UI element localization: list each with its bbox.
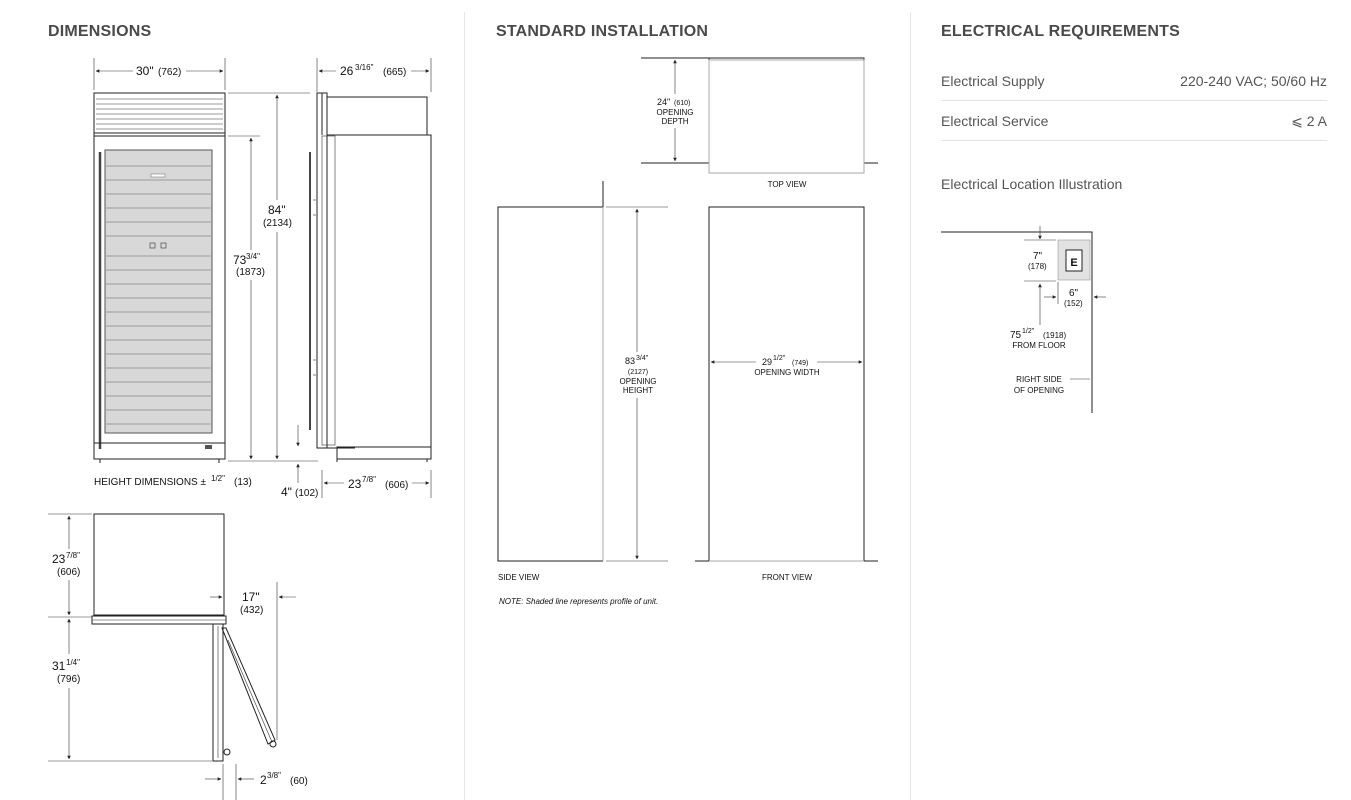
electrical-title: ELECTRICAL REQUIREMENTS [941, 23, 1180, 40]
right-side-label-1: RIGHT SIDE [1016, 375, 1062, 384]
electrical-location-drawing: E 7" (178) 6" (152) 75 1/2" (1918) FROM … [941, 226, 1106, 413]
outlet-h-mm: (152) [1064, 299, 1083, 308]
outlet-v-mm: (178) [1028, 262, 1047, 271]
opening-height-word: HEIGHT [623, 386, 653, 395]
opening-width-frac: 1/2" [773, 355, 786, 362]
case-depth-frac: 7/8" [362, 475, 376, 484]
spec-row-service: Electrical Service ⩽ 2 A [941, 100, 1327, 141]
front-view-drawing: 30" (762) [93, 58, 318, 488]
installation-title: STANDARD INSTALLATION [496, 23, 709, 40]
floor-height-frac: 1/2" [1022, 328, 1035, 335]
door-height-mm: (1873) [236, 267, 265, 278]
height-label-mm: (2134) [263, 218, 292, 229]
installation-note: NOTE: Shaded line represents profile of … [499, 597, 658, 606]
side-cabinet [327, 96, 432, 448]
offset-mm: (60) [290, 776, 308, 787]
opening-width-in: 29 [762, 357, 772, 367]
outlet-h-in: 6" [1069, 288, 1079, 299]
spec-value-service: ⩽ 2 A [1291, 113, 1327, 129]
column-divider-1 [464, 12, 465, 800]
clearance-mm: (432) [240, 605, 263, 616]
spec-label-supply: Electrical Supply [941, 73, 1045, 89]
top-view-opening [641, 57, 878, 164]
glass-door [104, 149, 213, 434]
top-depth-mm-label: (610) [674, 100, 690, 107]
height-note: HEIGHT DIMENSIONS ± [94, 477, 206, 488]
depth-label-in: 26 [340, 64, 354, 78]
top-view-label: TOP VIEW [768, 180, 807, 189]
door-swing-mm: (796) [57, 674, 80, 685]
door-height-frac: 3/4" [246, 252, 260, 261]
door-swing-in: 31 [52, 659, 66, 673]
spec-value-supply: 220-240 VAC; 50/60 Hz [1180, 73, 1327, 89]
opening-height-mm: (2127) [628, 369, 648, 376]
door-height-in: 73 [233, 253, 247, 267]
case-depth-in: 23 [348, 477, 362, 491]
electrical-location-label: Electrical Location Illustration [941, 176, 1123, 192]
opening-width-label: OPENING WIDTH [754, 368, 820, 377]
depth-label-mm: (665) [383, 67, 406, 78]
opening-height-in: 83 [625, 356, 635, 366]
spec-label-service: Electrical Service [941, 113, 1049, 129]
plan-view-drawing: 23 7/8" (606) 31 1/4" (796) 17" (432) 2 … [48, 513, 308, 800]
offset-frac: 3/8" [267, 771, 281, 780]
width-label-mm: (762) [158, 67, 181, 78]
height-note-mm: (13) [234, 477, 252, 488]
clearance-in: 17" [242, 590, 260, 604]
depth-label-frac: 3/16" [355, 63, 374, 72]
floor-height-label: FROM FLOOR [1012, 341, 1066, 350]
height-label-in: 84" [268, 203, 286, 217]
outlet-letter: E [1070, 257, 1077, 269]
floor-height-in: 75 [1010, 330, 1022, 341]
top-depth-label: 24" [657, 97, 670, 107]
width-label-in: 30" [136, 64, 154, 78]
opening-height-frac: 3/4" [636, 355, 649, 362]
top-opening-label: OPENING [657, 108, 694, 117]
opening-width-mm: (749) [792, 360, 808, 367]
top-depth-in: 23 [52, 552, 66, 566]
front-view-opening [695, 206, 878, 562]
opening-height-opening: OPENING [620, 377, 657, 386]
toe-label-mm: (102) [295, 488, 318, 499]
side-view-opening [497, 181, 604, 562]
spec-row-supply: Electrical Supply 220-240 VAC; 50/60 Hz [941, 60, 1327, 101]
height-note-frac: 1/2" [211, 474, 225, 483]
door-swing-frac: 1/4" [66, 658, 80, 667]
toe-label-in: 4" [281, 485, 292, 499]
column-divider-2 [910, 12, 911, 800]
right-side-label-2: OF OPENING [1014, 386, 1064, 395]
outlet-v-in: 7" [1033, 251, 1043, 262]
top-depth-word: DEPTH [661, 117, 688, 126]
installation-drawings: 24" (610) OPENING DEPTH TOP VIEW 83 3/4"… [497, 57, 878, 606]
outlet-box [1065, 249, 1083, 272]
case-depth-mm: (606) [385, 480, 408, 491]
side-view-drawing: 26 3/16" (665) 4" (102) 23 7/8" (606) [281, 58, 432, 499]
side-view-label: SIDE VIEW [498, 573, 540, 582]
top-depth-mm: (606) [57, 567, 80, 578]
top-depth-frac: 7/8" [66, 551, 80, 560]
offset-in: 2 [260, 773, 267, 787]
floor-height-mm: (1918) [1043, 331, 1066, 340]
dimensions-title: DIMENSIONS [48, 23, 152, 40]
top-grille [93, 92, 226, 134]
front-view-label: FRONT VIEW [762, 573, 813, 582]
